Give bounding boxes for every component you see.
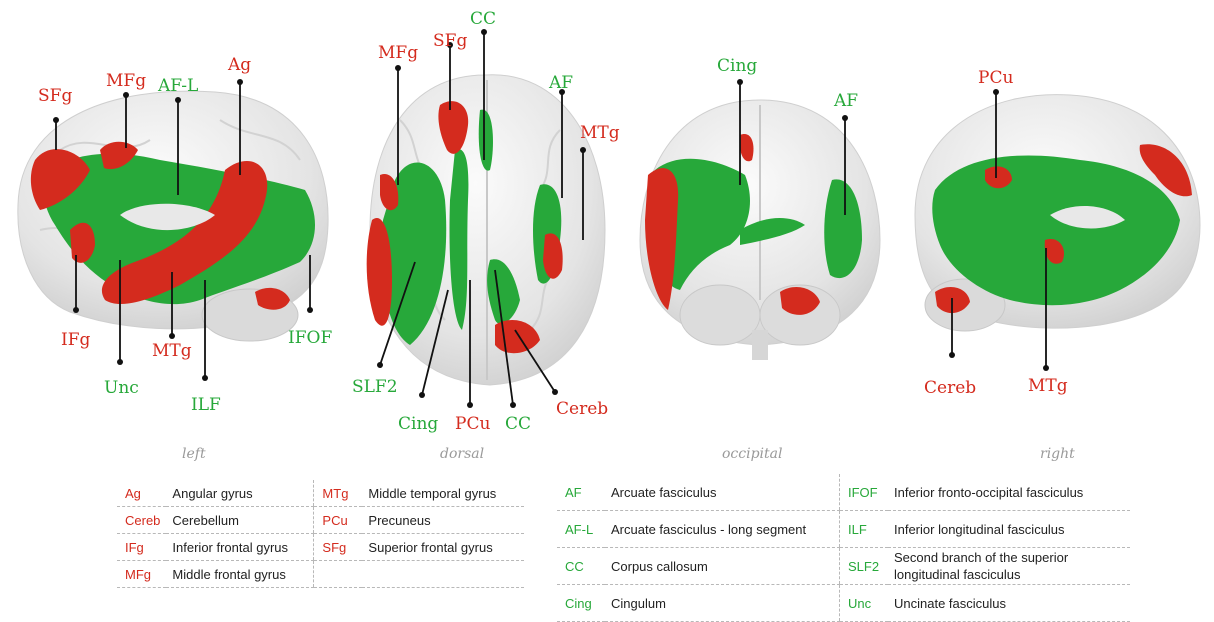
- legend-term: Precuneus: [362, 507, 524, 534]
- legend-abbr: MTg: [314, 480, 363, 507]
- callout-right-pcu: PCu: [978, 68, 1013, 88]
- callout-dorsal-cing: Cing: [398, 414, 438, 434]
- legend-term: Angular gyrus: [166, 480, 314, 507]
- callout-left-sfg: SFg: [38, 86, 72, 106]
- legend-abbr: IFOF: [840, 474, 889, 511]
- legend-term: Middle frontal gyrus: [166, 561, 314, 588]
- legend-abbr: ILF: [840, 511, 889, 548]
- legend-abbr: CC: [557, 548, 605, 585]
- callout-dorsal-mfg: MFg: [378, 43, 418, 63]
- callout-left-ilf: ILF: [191, 395, 221, 415]
- legend-row: AF Arcuate fasciculus IFOF Inferior fron…: [557, 474, 1130, 511]
- legend-regions-table: Ag Angular gyrus MTg Middle temporal gyr…: [117, 480, 524, 588]
- legend-row: Ag Angular gyrus MTg Middle temporal gyr…: [117, 480, 524, 507]
- legend-abbr: IFg: [117, 534, 166, 561]
- legend-term: Arcuate fasciculus: [605, 474, 840, 511]
- legend-abbr: Ag: [117, 480, 166, 507]
- callout-dorsal-slf2: SLF2: [352, 377, 398, 397]
- legend-term: Uncinate fasciculus: [888, 585, 1130, 622]
- legend-term: Second branch of the superior longitudin…: [888, 548, 1130, 585]
- legend-row: Cing Cingulum Unc Uncinate fasciculus: [557, 585, 1130, 622]
- callout-occipital-af: AF: [833, 91, 858, 111]
- callout-dorsal-af: AF: [548, 73, 573, 93]
- legend-term: Corpus callosum: [605, 548, 840, 585]
- legend-term: Inferior longitudinal fasciculus: [888, 511, 1130, 548]
- legend-term: Cerebellum: [166, 507, 314, 534]
- legend-abbr: AF: [557, 474, 605, 511]
- legend-term: Middle temporal gyrus: [362, 480, 524, 507]
- legend-abbr: Cing: [557, 585, 605, 622]
- callout-right-cereb: Cereb: [924, 378, 976, 398]
- callout-dorsal-cc-bottom: CC: [505, 414, 531, 434]
- callout-left-unc: Unc: [104, 378, 139, 398]
- legend-term: Inferior fronto-occipital fasciculus: [888, 474, 1130, 511]
- callout-dorsal-sfg: SFg: [433, 31, 467, 51]
- legend-row: CC Corpus callosum SLF2 Second branch of…: [557, 548, 1130, 585]
- callout-left-ag: Ag: [227, 55, 251, 75]
- legend-row: MFg Middle frontal gyrus: [117, 561, 524, 588]
- legend-term: Inferior frontal gyrus: [166, 534, 314, 561]
- callout-left-ifg: IFg: [61, 330, 91, 350]
- view-label-dorsal: dorsal: [440, 446, 484, 462]
- legend-term: Superior frontal gyrus: [362, 534, 524, 561]
- legend-abbr: SLF2: [840, 548, 889, 585]
- legend-abbr: Unc: [840, 585, 889, 622]
- callout-right-mtg: MTg: [1028, 376, 1068, 396]
- legend-abbr: Cereb: [117, 507, 166, 534]
- callout-dorsal-cereb: Cereb: [556, 399, 608, 419]
- callout-dorsal-mtg: MTg: [580, 123, 620, 143]
- view-label-left: left: [182, 446, 206, 462]
- legend-row: IFg Inferior frontal gyrus SFg Superior …: [117, 534, 524, 561]
- legend-row: AF-L Arcuate fasciculus - long segment I…: [557, 511, 1130, 548]
- callout-left-mfg: MFg: [106, 71, 146, 91]
- legend-row: Cereb Cerebellum PCu Precuneus: [117, 507, 524, 534]
- legend-term: [362, 561, 524, 588]
- callout-dorsal-cc-top: CC: [470, 9, 496, 29]
- legend-tracts-table: AF Arcuate fasciculus IFOF Inferior fron…: [557, 474, 1130, 622]
- callout-dorsal-pcu: PCu: [455, 414, 490, 434]
- callout-occipital-cing: Cing: [717, 56, 757, 76]
- view-label-occipital: occipital: [722, 446, 782, 462]
- legend-abbr: PCu: [314, 507, 363, 534]
- view-label-right: right: [1040, 446, 1075, 462]
- legend-abbr: MFg: [117, 561, 166, 588]
- callout-left-ifof: IFOF: [288, 328, 332, 348]
- callout-left-mtg: MTg: [152, 341, 192, 361]
- legend-abbr: SFg: [314, 534, 363, 561]
- legend-abbr: [314, 561, 363, 588]
- legend-abbr: AF-L: [557, 511, 605, 548]
- legend-term: Arcuate fasciculus - long segment: [605, 511, 840, 548]
- callout-left-afl: AF-L: [157, 76, 198, 96]
- legend-term: Cingulum: [605, 585, 840, 622]
